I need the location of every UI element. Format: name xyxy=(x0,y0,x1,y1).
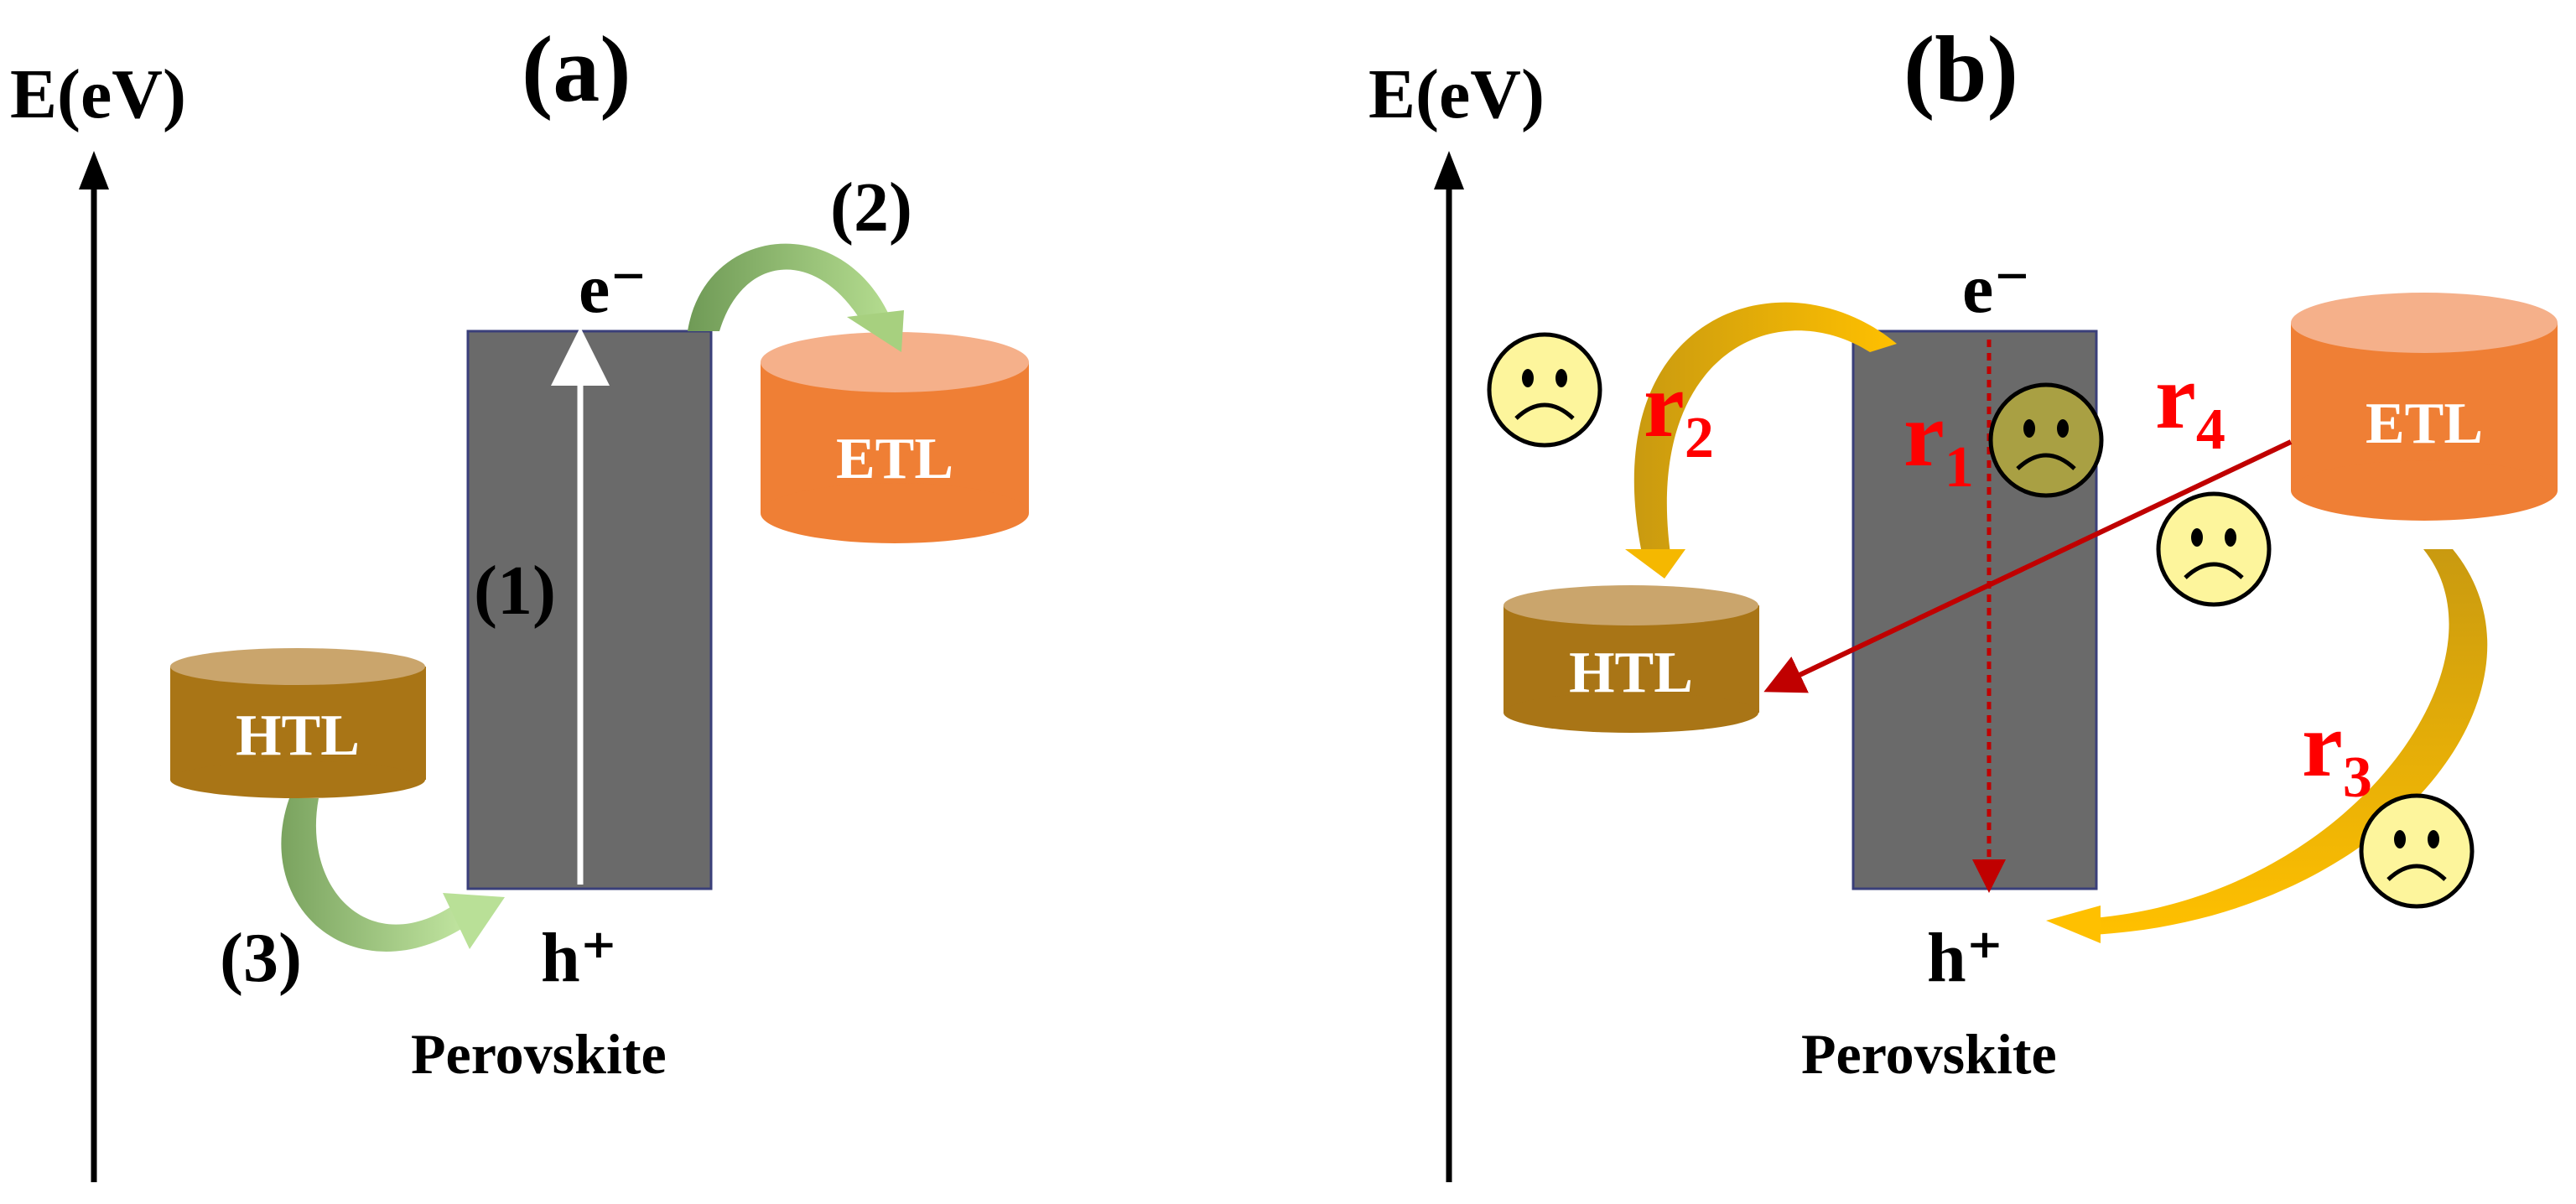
hole-label-b: h⁺ xyxy=(1927,919,2003,997)
recombination-r3-arrow xyxy=(2046,549,2488,943)
axis-arrowhead-icon xyxy=(79,151,109,189)
rate-label-r2: r2 xyxy=(1644,354,1714,470)
step-label-3: (3) xyxy=(220,919,302,997)
etl-label-a: ETL xyxy=(836,427,953,491)
rate-label-r3: r3 xyxy=(2302,693,2372,810)
axis-label-a: E(eV) xyxy=(10,55,186,133)
material-label-b: Perovskite xyxy=(1801,1022,2057,1086)
perovskite-block-a xyxy=(466,330,713,890)
sad-face-icon xyxy=(1991,385,2101,496)
rate-label-r1: r1 xyxy=(1903,383,1974,500)
panel-label-a: (a) xyxy=(522,18,631,122)
electron-label-b: e⁻ xyxy=(1962,250,2031,328)
sad-face-icon xyxy=(2158,494,2269,605)
electron-transfer-arrow xyxy=(688,243,904,352)
rate-label-r4: r4 xyxy=(2155,345,2225,462)
step-label-1: (1) xyxy=(474,552,556,630)
htl-label-a: HTL xyxy=(236,703,360,768)
sad-face-icon xyxy=(2361,796,2472,906)
panel-a: E(eV) (a) e⁻ h⁺ Perovskite ETL HTL (2) xyxy=(10,18,1029,1182)
recombination-r4-line xyxy=(1763,439,2293,693)
etl-cylinder-a xyxy=(761,332,1029,543)
etl-cylinder-b xyxy=(2291,293,2558,521)
axis-label-b: E(eV) xyxy=(1368,55,1545,133)
panel-label-b: (b) xyxy=(1903,18,2018,122)
etl-label-b: ETL xyxy=(2366,392,2483,456)
htl-label-b: HTL xyxy=(1569,641,1693,705)
sad-face-icon xyxy=(1489,335,1600,445)
hole-label-a: h⁺ xyxy=(541,919,617,997)
htl-cylinder-a xyxy=(170,648,426,798)
step-label-2: (2) xyxy=(830,169,912,247)
recombination-r2-arrow xyxy=(1625,302,1897,579)
electron-label-a: e⁻ xyxy=(579,250,647,328)
htl-cylinder-b xyxy=(1504,585,1759,733)
panel-b: E(eV) (b) e⁻ h⁺ Perovskite ETL HTL xyxy=(1368,18,2558,1182)
hole-transfer-arrow xyxy=(281,798,505,952)
material-label-a: Perovskite xyxy=(411,1022,667,1086)
axis-arrowhead-icon xyxy=(1434,151,1464,189)
